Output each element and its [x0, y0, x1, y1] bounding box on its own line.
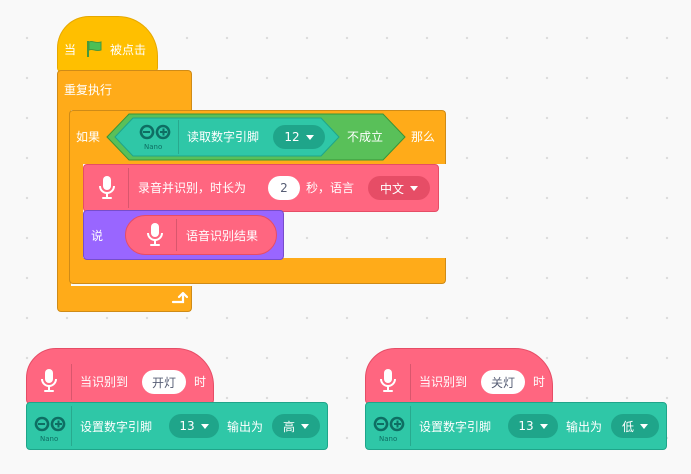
say-label: 说: [91, 229, 104, 243]
hat-suffix: 时: [194, 375, 207, 389]
set-pin-dropdown[interactable]: 13: [169, 414, 219, 438]
separator: [176, 219, 177, 251]
if-label: 如果: [76, 130, 101, 144]
forever-left-arm: [57, 108, 71, 290]
when-flag-suffix: 被点击: [110, 43, 147, 57]
set-pin-label: 设置数字引脚: [419, 420, 492, 434]
output-value: 高: [282, 419, 295, 434]
speech-result-label: 语音识别结果: [186, 229, 259, 243]
record-seconds-input[interactable]: 2: [268, 176, 300, 200]
microphone-icon: [378, 368, 398, 394]
record-label: 录音并识别，时长为: [138, 181, 247, 195]
dropdown-caret-icon: [539, 423, 548, 429]
dropdown-caret-icon: [640, 423, 648, 429]
dropdown-caret-icon: [410, 185, 418, 191]
hat-suffix: 时: [533, 375, 546, 389]
separator: [178, 120, 179, 154]
nano-label: Nano: [379, 435, 398, 443]
record-seconds-unit: 秒，语言: [306, 181, 355, 195]
microphone-icon: [145, 222, 165, 248]
hat-prefix: 当识别到: [419, 375, 468, 389]
read-pin-label: 读取数字引脚: [187, 130, 260, 144]
read-pin-dropdown[interactable]: 12: [273, 125, 325, 149]
output-label: 输出为: [566, 420, 603, 434]
read-pin-value: 12: [284, 130, 300, 144]
loop-arrow-icon: [170, 290, 188, 306]
separator: [71, 364, 72, 400]
phrase-input[interactable]: 开灯: [142, 370, 186, 394]
dropdown-caret-icon: [301, 423, 309, 429]
dropdown-caret-icon: [305, 134, 314, 140]
microphone-icon: [97, 175, 117, 201]
set-pin-value: 13: [518, 419, 534, 433]
when-flag-clicked-hat[interactable]: [57, 16, 158, 72]
forever-block[interactable]: [57, 70, 192, 110]
forever-label: 重复执行: [64, 83, 113, 97]
output-level-dropdown[interactable]: 高: [272, 414, 320, 438]
nano-label: Nano: [144, 143, 163, 151]
not-label: 不成立: [347, 130, 384, 144]
forever-bottom-arm: [57, 286, 192, 312]
separator: [128, 168, 129, 208]
hat-prefix: 当识别到: [80, 375, 129, 389]
arduino-nano-icon: [138, 123, 172, 141]
output-level-dropdown[interactable]: 低: [611, 414, 659, 438]
output-label: 输出为: [227, 420, 264, 434]
set-pin-dropdown[interactable]: 13: [508, 414, 558, 438]
if-bottom-arm: [69, 258, 446, 284]
nano-label: Nano: [40, 435, 59, 443]
then-label: 那么: [411, 130, 436, 144]
green-flag-icon: [84, 39, 104, 59]
separator: [410, 364, 411, 400]
language-value: 中文: [379, 181, 404, 196]
if-left-arm: [69, 162, 83, 260]
microphone-icon: [39, 368, 59, 394]
arduino-nano-icon: [372, 415, 406, 433]
arduino-nano-icon: [33, 415, 67, 433]
language-dropdown[interactable]: 中文: [368, 176, 430, 200]
speech-result-reporter[interactable]: [125, 215, 277, 255]
set-pin-value: 13: [179, 419, 195, 433]
set-pin-label: 设置数字引脚: [80, 420, 153, 434]
output-value: 低: [621, 419, 634, 434]
dropdown-caret-icon: [200, 423, 209, 429]
separator: [71, 406, 72, 446]
separator: [410, 406, 411, 446]
when-flag-prefix: 当: [64, 43, 77, 57]
phrase-input[interactable]: 关灯: [481, 370, 525, 394]
